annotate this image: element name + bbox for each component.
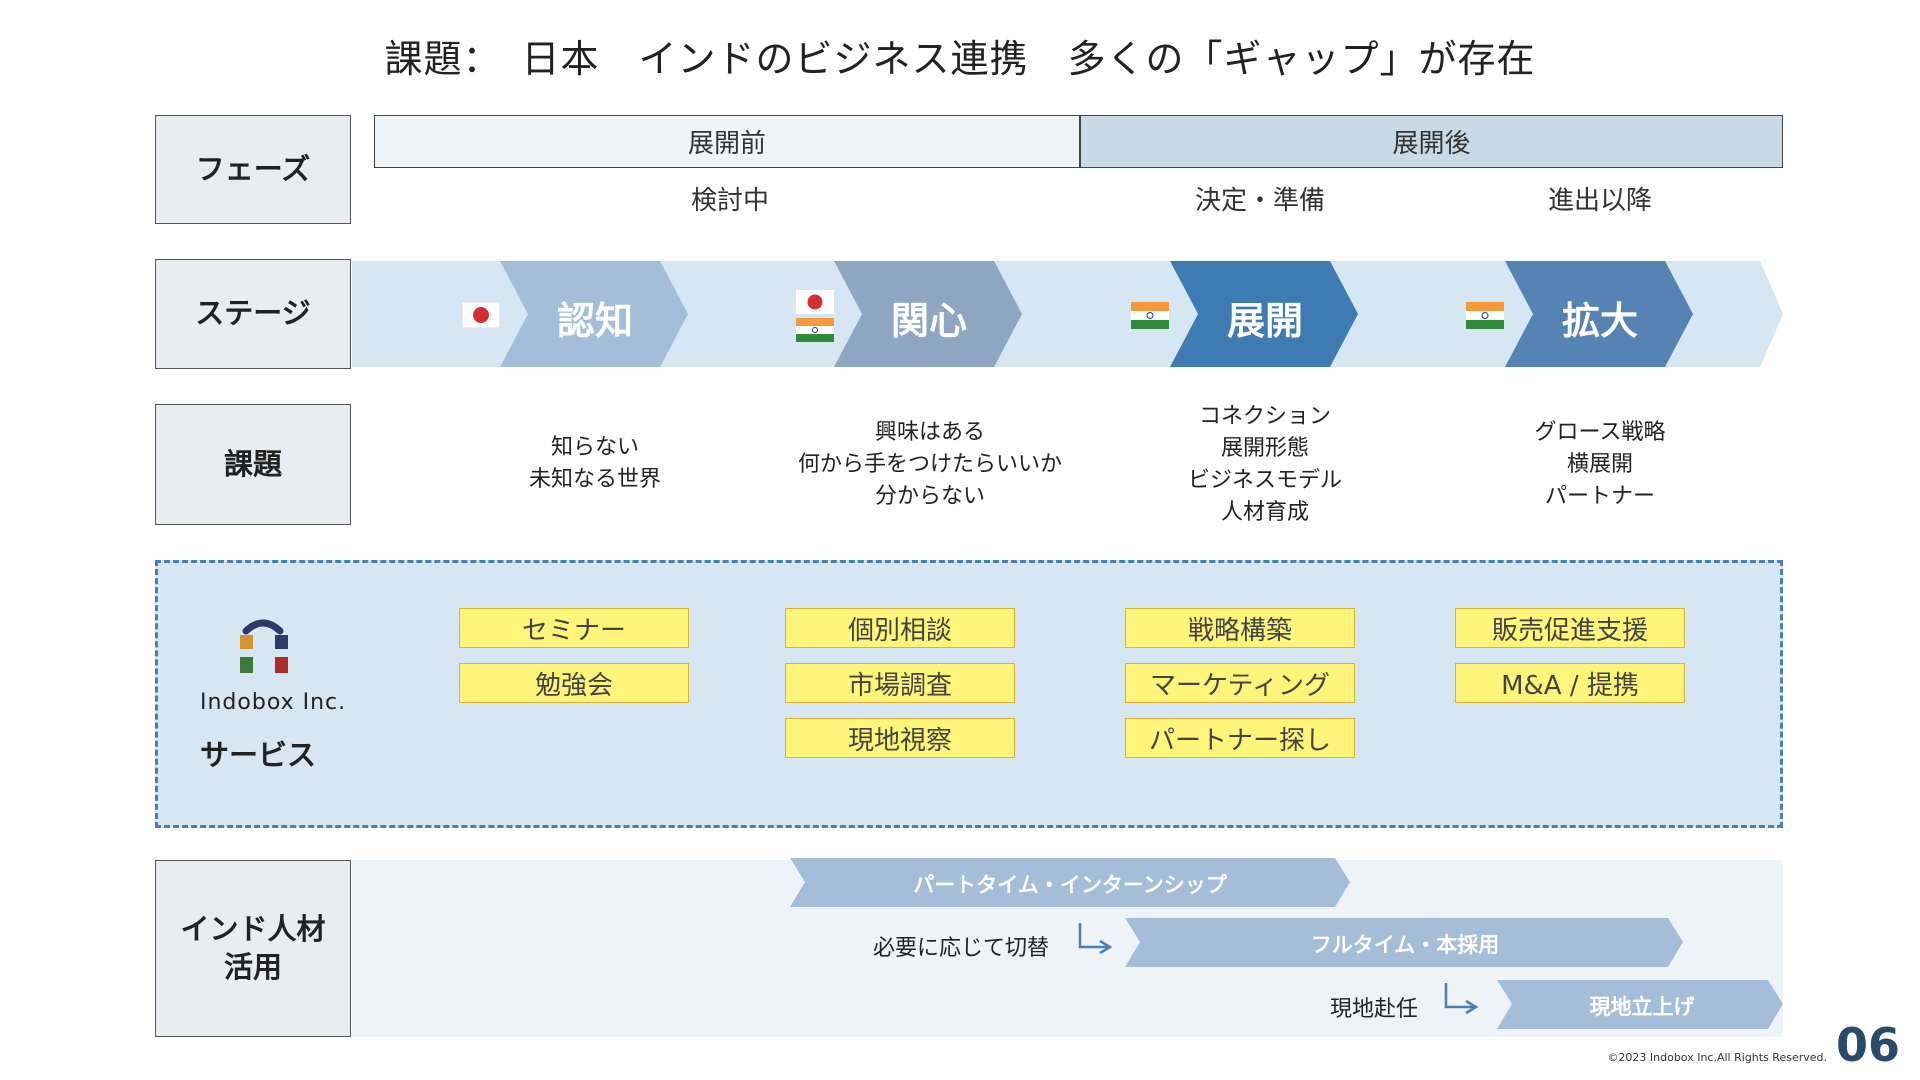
stage-chevron-deployment	[1170, 261, 1358, 367]
stage-interest-label: 関心	[890, 299, 967, 343]
switch-arrow-icon	[1078, 923, 1113, 955]
service-sales-promotion[interactable]: 販売促進支援	[1455, 608, 1685, 648]
stage-chevron-expansion	[1505, 261, 1693, 367]
india-flag-icon-stacked	[796, 318, 834, 342]
phase-sub-after-entry: 進出以降	[1547, 186, 1652, 216]
relocation-note: 現地赴任	[1330, 997, 1419, 1022]
talent-bar-fulltime	[1125, 918, 1683, 967]
phase-post-box: 展開後	[1080, 115, 1783, 168]
copyright-text: ©2023 Indobox Inc.All Rights Reserved.	[1607, 1051, 1827, 1064]
india-flag-icon-2	[1466, 302, 1504, 329]
relocation-arrow-icon	[1444, 983, 1479, 1015]
stage-label: ステージ	[155, 259, 351, 369]
stage-chevron-interest	[834, 261, 1022, 367]
services-title: サービス	[200, 738, 317, 772]
service-strategy[interactable]: 戦略構築	[1125, 608, 1355, 648]
issue-line: グロース戦略	[1534, 420, 1666, 445]
issue-line: 展開形態	[1220, 435, 1309, 461]
issue-line: 何から手をつけたらいいか	[797, 451, 1062, 477]
service-market-research[interactable]: 市場調査	[785, 663, 1015, 703]
issue-line: コネクション	[1198, 404, 1331, 429]
issue-line: 興味はある	[874, 420, 985, 445]
issue-expansion: グロース戦略 横展開 パートナー	[1480, 417, 1720, 513]
phase-sub-considering: 検討中	[690, 186, 769, 216]
talent-bar-local	[1497, 980, 1783, 1029]
issue-line: 横展開	[1566, 451, 1633, 477]
talent-bar-fulltime-label: フルタイム・本採用	[1310, 933, 1500, 957]
phase-label: フェーズ	[155, 115, 351, 224]
stage-expansion-label: 拡大	[1561, 299, 1638, 343]
issue-awareness: 知らない 未知なる世界	[475, 432, 715, 496]
indobox-logo-text: Indobox Inc.	[200, 690, 347, 715]
talent-label: インド人材 活用	[155, 860, 351, 1037]
issue-line: ビジネスモデル	[1187, 467, 1342, 493]
japan-flag-icon-stacked	[796, 290, 834, 314]
service-ma-alliance[interactable]: M&A / 提携	[1455, 663, 1685, 703]
service-site-visit[interactable]: 現地視察	[785, 718, 1015, 758]
issues-label: 課題	[155, 404, 351, 525]
talent-bar-local-label: 現地立上げ	[1589, 995, 1695, 1019]
talent-label-line1: インド人材	[180, 911, 326, 946]
phase-sub-decision: 決定・準備	[1194, 186, 1325, 216]
service-study-session[interactable]: 勉強会	[459, 663, 689, 703]
phase-pre-box: 展開前	[374, 115, 1080, 168]
issue-line: パートナー	[1544, 483, 1655, 509]
talent-label-line2: 活用	[223, 949, 282, 984]
stage-deployment-label: 展開	[1226, 299, 1303, 343]
issue-line: 知らない	[550, 435, 639, 460]
service-partner-search[interactable]: パートナー探し	[1125, 718, 1355, 758]
stage-awareness-label: 認知	[556, 299, 633, 343]
issue-deployment: コネクション 展開形態 ビジネスモデル 人材育成	[1145, 401, 1385, 529]
switch-note: 必要に応じて切替	[873, 936, 1050, 961]
issue-interest: 興味はある 何から手をつけたらいいか 分からない	[775, 417, 1085, 513]
service-consultation[interactable]: 個別相談	[785, 608, 1015, 648]
stage-band	[352, 261, 1783, 367]
service-seminar[interactable]: セミナー	[459, 608, 689, 648]
indobox-logo-icon	[240, 619, 288, 673]
page-number: 06	[1835, 1018, 1900, 1072]
service-marketing[interactable]: マーケティング	[1125, 663, 1355, 703]
stage-chevron-awareness	[500, 261, 688, 367]
issue-line: 人材育成	[1220, 499, 1309, 525]
india-flag-icon	[1131, 302, 1169, 329]
talent-bar-parttime-label: パートタイム・インターンシップ	[913, 873, 1227, 897]
page-title: 課題： 日本 インドのビジネス連携 多くの「ギャップ」が存在	[384, 37, 1536, 81]
talent-bar-parttime	[790, 858, 1350, 907]
japan-flag-icon	[461, 301, 501, 329]
issue-line: 分からない	[874, 483, 985, 509]
issue-line: 未知なる世界	[528, 466, 661, 492]
